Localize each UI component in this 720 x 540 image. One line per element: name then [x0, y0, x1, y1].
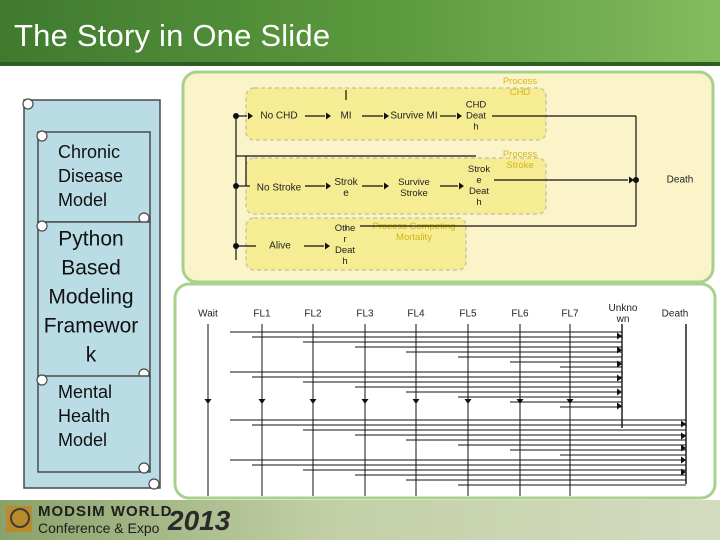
stage-label-10: Death — [662, 309, 689, 320]
process-competing-region — [245, 217, 467, 271]
state-no-stroke: No Stroke — [257, 183, 302, 194]
arrow-to-unknown — [617, 360, 622, 368]
arrow-to-final-death — [681, 444, 686, 452]
chronic-disease-scroll — [36, 130, 151, 224]
arrow-stage-down-5 — [412, 399, 420, 404]
stage-label-2: FL1 — [253, 309, 271, 320]
arrow-to-stroke-death — [459, 182, 464, 190]
stage-label-1: Wait — [198, 309, 218, 320]
arrow-stage-down-7 — [516, 399, 524, 404]
title-divider — [0, 62, 720, 66]
arrow-stage-down-3 — [309, 399, 317, 404]
state-no-chd: No CHD — [260, 111, 297, 122]
arrow-to-final-death — [681, 468, 686, 476]
arrow-to-final-death — [681, 456, 686, 464]
arrow-stage-down-2 — [258, 399, 266, 404]
python-framework-scroll — [36, 220, 151, 380]
arrow-to-death — [629, 176, 634, 184]
arrow-stage-down-8 — [566, 399, 574, 404]
title-bar: The Story in One Slide — [0, 0, 720, 66]
arrow-to-survive-mi — [384, 112, 389, 120]
arrow-to-stroke — [326, 182, 331, 190]
arrow-to-chd-death — [457, 112, 462, 120]
brand-line-1: MODSIM WORLD — [38, 503, 173, 520]
brand-year: 2013 — [168, 505, 231, 536]
arrow-to-mi — [326, 112, 331, 120]
arrow-to-no-chd — [248, 112, 253, 120]
arrow-stage-down-4 — [361, 399, 369, 404]
process-chd-region — [245, 87, 547, 141]
arrow-stage-down-6 — [464, 399, 472, 404]
stage-label-8: FL7 — [561, 309, 579, 320]
stage-label-5: FL4 — [407, 309, 425, 320]
slide-title: The Story in One Slide — [14, 18, 331, 53]
mental-health-scroll — [36, 374, 151, 474]
footer-banner: MODSIM WORLD Conference & Expo 2013 — [0, 500, 720, 540]
arrow-to-unknown — [617, 388, 622, 396]
arrow-to-final-death — [681, 432, 686, 440]
stage-label-3: FL2 — [304, 309, 322, 320]
arrow-to-survive-stroke — [384, 182, 389, 190]
brand-line-2: Conference & Expo — [38, 520, 160, 536]
stage-label-7: FL6 — [511, 309, 529, 320]
arrow-to-other-death — [325, 242, 330, 250]
state-alive: Alive — [269, 241, 291, 252]
arrow-to-unknown — [617, 332, 622, 340]
state-survive-mi: Survive MI — [390, 111, 437, 122]
arrow-to-final-death — [681, 420, 686, 428]
state-death: Death — [667, 175, 694, 186]
state-mi: MI — [340, 111, 351, 122]
arrow-to-unknown — [617, 346, 622, 354]
globe-icon — [10, 508, 30, 528]
stage-label-4: FL3 — [356, 309, 374, 320]
arrow-stage-down-1 — [204, 399, 212, 404]
arrow-to-unknown — [617, 374, 622, 382]
arrow-to-unknown — [617, 402, 622, 410]
stage-label-6: FL5 — [459, 309, 477, 320]
